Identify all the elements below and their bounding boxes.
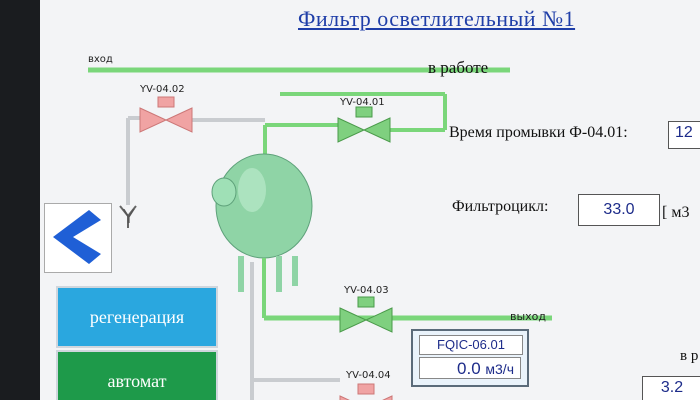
tank-leg-2 xyxy=(276,256,282,292)
flow-meter-readout: 0.0 м3/ч xyxy=(419,357,521,379)
page-title: Фильтр осветлительный №1 xyxy=(298,6,576,31)
valve-yv0401-label: YV-04.01 xyxy=(340,97,385,108)
outlet-label: выход xyxy=(510,310,547,323)
auto-mode-button[interactable]: автомат xyxy=(56,350,218,400)
inlet-label: вход xyxy=(88,54,113,65)
valve-yv0403-icon xyxy=(339,296,393,333)
filter-cycle-value: 33.0 xyxy=(578,194,660,226)
valve-yv0402-icon xyxy=(139,96,193,133)
valve-yv0404-label: YV-04.04 xyxy=(346,370,391,381)
filter-cycle-label: Фильтроцикл: xyxy=(452,198,549,215)
tank-leg-1 xyxy=(238,256,244,292)
wash-time-value[interactable]: 12 xyxy=(668,121,700,149)
flow-meter-panel: FQIC-06.01 0.0 м3/ч xyxy=(411,329,529,387)
flow-meter-unit: м3/ч xyxy=(485,361,514,377)
flow-meter-name: FQIC-06.01 xyxy=(419,335,523,355)
tank-manhole xyxy=(211,177,237,207)
filter-tank xyxy=(215,153,313,259)
regeneration-button[interactable]: регенерация xyxy=(56,286,218,348)
wash-time-label: Время промывки Ф-04.01: xyxy=(449,124,628,141)
drain-label: Y xyxy=(122,206,136,228)
drain-y-symbol xyxy=(119,205,137,228)
hmi-screen: Фильтр осветлительный №1 вход в работе Y… xyxy=(40,0,700,400)
tank-highlight xyxy=(238,168,266,212)
valve-yv0401-icon xyxy=(337,106,391,143)
valve-yv0403-label: YV-04.03 xyxy=(344,285,389,296)
process-diagram xyxy=(88,67,552,400)
status-text: в работе xyxy=(428,58,489,77)
valve-yv0404-icon xyxy=(339,383,393,400)
valve-yv0402-label: YV-04.02 xyxy=(140,84,185,95)
right-param-label: в р xyxy=(680,348,699,364)
right-param-value: 3.2 xyxy=(642,376,700,400)
filter-cycle-unit: [ м3 xyxy=(662,204,690,221)
flow-meter-value: 0.0 xyxy=(457,359,481,378)
chevron-left-icon xyxy=(53,210,101,264)
tank-leg-3 xyxy=(292,256,298,286)
back-button[interactable] xyxy=(44,203,112,273)
